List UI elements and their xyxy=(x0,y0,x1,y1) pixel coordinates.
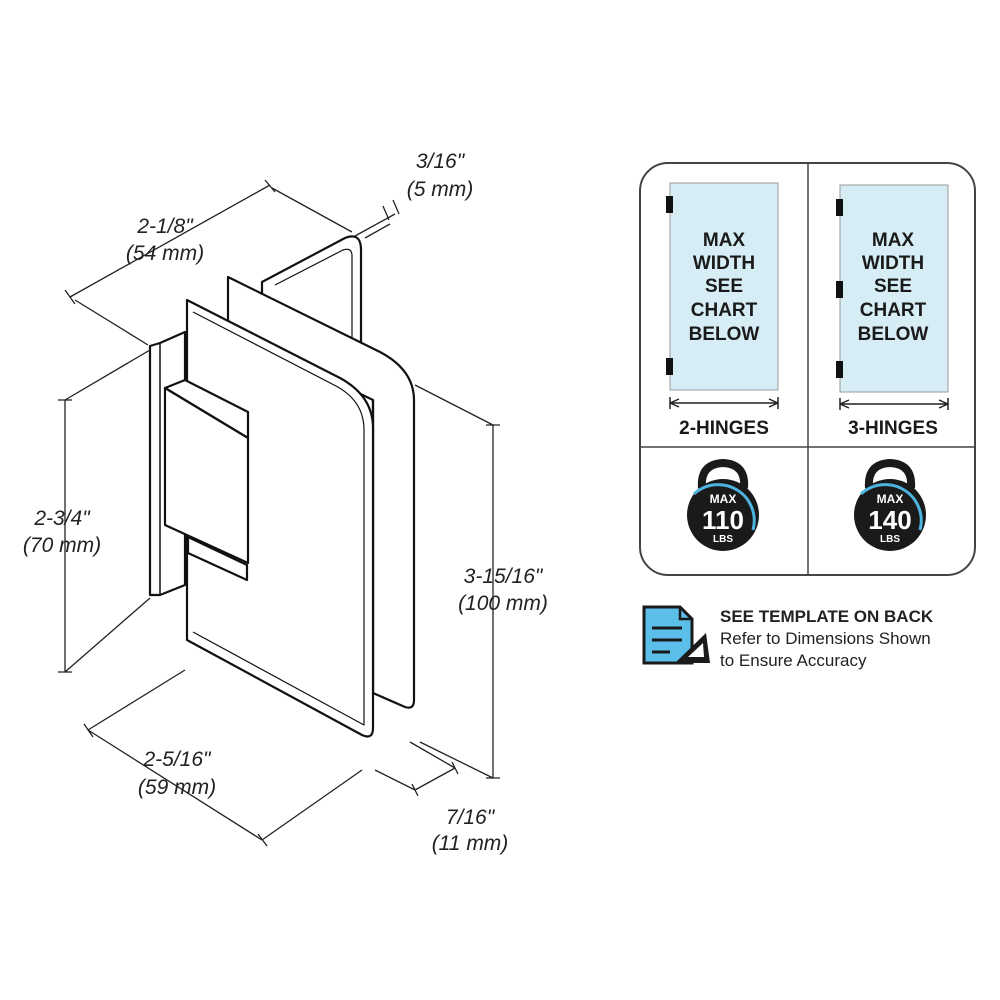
weight-icon: MAX 110 LBS xyxy=(687,458,759,551)
svg-text:MAX: MAX xyxy=(872,230,915,251)
svg-text:SEE: SEE xyxy=(874,276,912,297)
template-heading: SEE TEMPLATE ON BACK xyxy=(720,607,934,626)
hinge-body-front xyxy=(163,386,250,565)
width-arrow xyxy=(839,398,949,410)
label-2-hinges: 2-HINGES xyxy=(679,418,769,439)
svg-text:140: 140 xyxy=(868,505,911,535)
template-line-2: to Ensure Accuracy xyxy=(720,651,867,670)
dim-thickness-metric: (5 mm) xyxy=(407,178,474,201)
dim-width-top-imperial: 2-1/8" xyxy=(136,215,194,238)
width-arrow xyxy=(669,397,779,409)
svg-text:BELOW: BELOW xyxy=(689,324,760,345)
hinge-marker xyxy=(836,361,843,378)
glass-panel xyxy=(839,184,949,393)
dim-height-right-imperial: 3-15/16" xyxy=(464,565,544,588)
hinge-marker xyxy=(836,199,843,216)
dim-width-top-metric: (54 mm) xyxy=(126,242,204,265)
hinge-marker xyxy=(836,281,843,298)
hinge-marker xyxy=(666,196,673,213)
svg-text:CHART: CHART xyxy=(860,300,927,321)
svg-text:LBS: LBS xyxy=(713,534,733,545)
template-note: SEE TEMPLATE ON BACK Refer to Dimensions… xyxy=(720,606,933,672)
dim-thickness-imperial: 3/16" xyxy=(416,150,466,173)
hinge-marker xyxy=(666,358,673,375)
document-with-triangle-ruler-icon xyxy=(642,605,710,665)
dim-gap-metric: (11 mm) xyxy=(432,832,509,855)
dimension-labels: 2-1/8" (54 mm) 3/16" (5 mm) 2-3/4" (70 m… xyxy=(23,150,548,855)
svg-text:MAX: MAX xyxy=(710,492,737,506)
dim-width-bottom-metric: (59 mm) xyxy=(138,776,216,799)
dim-gap-imperial: 7/16" xyxy=(446,806,496,829)
dim-height-left-imperial: 2-3/4" xyxy=(33,507,91,530)
template-line-1: Refer to Dimensions Shown xyxy=(720,629,931,648)
svg-text:BELOW: BELOW xyxy=(858,324,929,345)
dim-height-right-metric: (100 mm) xyxy=(458,592,548,615)
svg-text:110: 110 xyxy=(702,505,744,535)
column-2-hinges: MAX WIDTH SEE CHART BELOW 2-HINGES MAX 1… xyxy=(666,182,779,551)
hinge-body-step xyxy=(186,535,249,582)
dim-height-left-metric: (70 mm) xyxy=(23,534,101,557)
weight-icon: MAX 140 LBS xyxy=(854,458,926,551)
column-3-hinges: MAX WIDTH SEE CHART BELOW 3-HINGES MAX 1… xyxy=(836,184,949,551)
svg-text:CHART: CHART xyxy=(691,300,758,321)
svg-text:MAX: MAX xyxy=(703,230,746,251)
svg-text:LBS: LBS xyxy=(880,534,900,545)
dim-width-bottom-imperial: 2-5/16" xyxy=(143,748,213,771)
spec-panel: MAX WIDTH SEE CHART BELOW 2-HINGES MAX 1… xyxy=(639,162,976,576)
glass-panel xyxy=(669,182,779,391)
svg-text:SEE: SEE xyxy=(705,276,743,297)
svg-text:WIDTH: WIDTH xyxy=(693,253,755,274)
rear-clamp-plate xyxy=(226,275,416,709)
label-3-hinges: 3-HINGES xyxy=(848,418,938,439)
svg-text:MAX: MAX xyxy=(877,492,904,506)
svg-text:WIDTH: WIDTH xyxy=(862,253,924,274)
